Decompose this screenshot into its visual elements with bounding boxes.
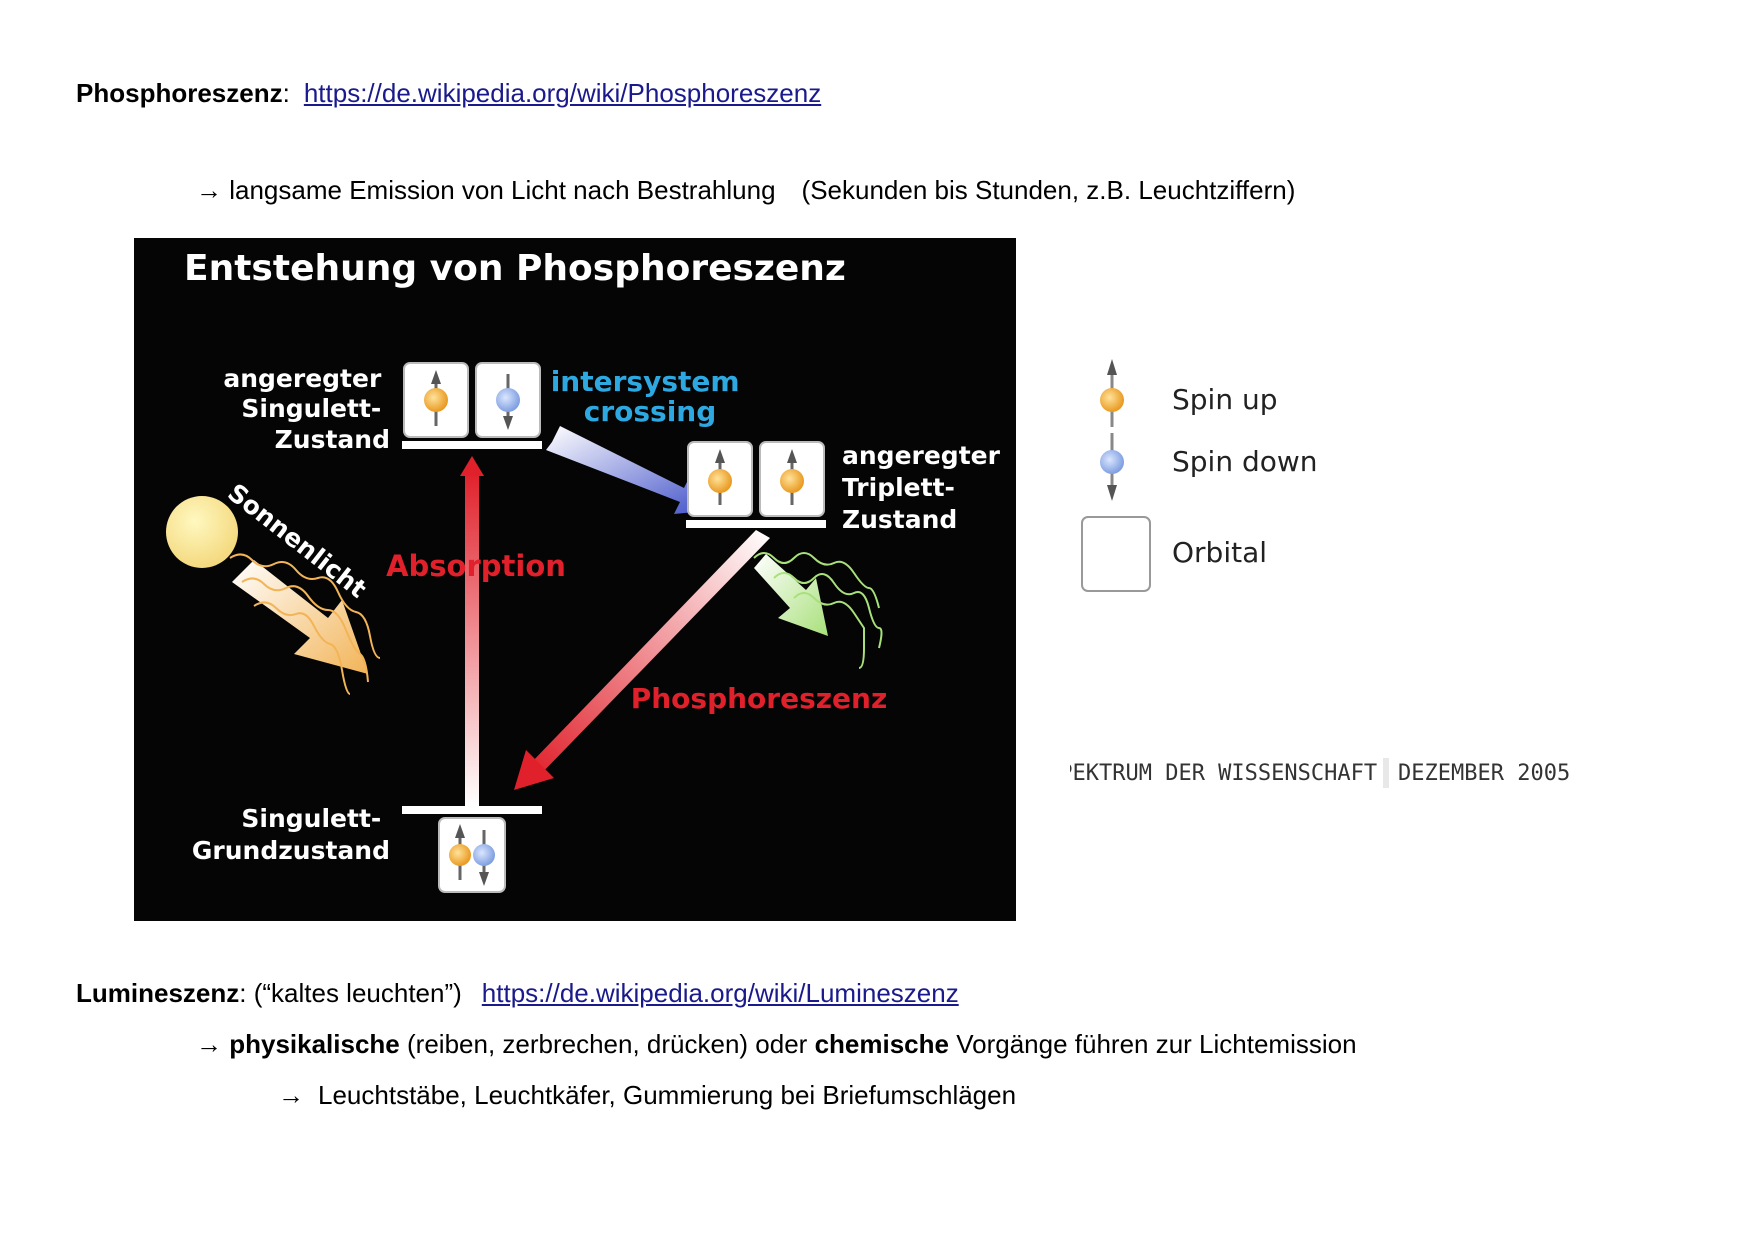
- excited-singlet-label: angeregter Singulett- Zustand: [223, 364, 390, 454]
- isc-label: intersystem crossing: [551, 365, 750, 428]
- luminescence-wiki-link[interactable]: https://de.wikipedia.org/wiki/Lumineszen…: [481, 978, 959, 1008]
- emission-arrow: [753, 552, 883, 669]
- ground-state-label: Singulett- Grundzustand: [192, 804, 390, 865]
- excited-singlet-level: [402, 441, 542, 449]
- chemical-text: Vorgänge führen zur Lichtemission: [956, 1029, 1357, 1059]
- phosphorescence-label: Phosphoreszenz: [631, 682, 888, 715]
- luminescence-heading-line: Lumineszenz: (“kaltes leuchten”) https://…: [76, 978, 959, 1009]
- absorption-label: Absorption: [386, 549, 566, 583]
- phosphorescence-term: Phosphoreszenz: [76, 78, 283, 108]
- phosphorescence-description: langsame Emission von Licht nach Bestrah…: [229, 175, 776, 205]
- legend-orbital: Orbital: [1172, 536, 1267, 569]
- excited-singlet-orbitals: [402, 362, 542, 449]
- credit-left: SPEKTRUM DER WISSENSCHAFT: [1070, 761, 1377, 786]
- sunlight-arrow: [229, 553, 381, 695]
- spin-up-icon: [424, 370, 448, 426]
- figure-title: Entstehung von Phosphoreszenz: [184, 248, 846, 289]
- jablonski-diagram: Entstehung von Phosphoreszenz angeregter…: [166, 248, 1009, 893]
- phosphorescence-heading-line: Phosphoreszenz: https://de.wikipedia.org/…: [76, 78, 821, 109]
- colon: :: [239, 978, 247, 1008]
- legend-spin-down: Spin down: [1172, 445, 1318, 478]
- legend-spin-up: Spin up: [1172, 383, 1278, 416]
- physical-term: physikalische: [229, 1029, 400, 1059]
- credit-right: DEZEMBER 2005: [1398, 761, 1570, 786]
- absorption-arrow: [460, 456, 484, 806]
- isc-arrow: [546, 426, 716, 514]
- spin-down-icon: [496, 374, 520, 430]
- luminescence-description-line: → physikalische (reiben, zerbrechen, drü…: [196, 1029, 1357, 1060]
- arrow-icon: →: [278, 1080, 304, 1110]
- luminescence-examples-line: → Leuchtstäbe, Leuchtkäfer, Gummierung be…: [278, 1080, 1016, 1111]
- luminescence-examples: Leuchtstäbe, Leuchtkäfer, Gummierung bei…: [318, 1080, 1017, 1110]
- credit-separator: [1383, 758, 1389, 788]
- arrow-icon: →: [196, 175, 222, 205]
- spin-up-icon: [780, 449, 804, 505]
- diagram-legend: Spin up Spin down Orbital SPEKTRUM DER W…: [1070, 355, 1670, 805]
- luminescence-term: Lumineszenz: [76, 978, 240, 1008]
- colon: :: [282, 78, 290, 108]
- phosphorescence-wiki-link[interactable]: https://de.wikipedia.org/wiki/Phosphores…: [303, 78, 822, 108]
- chemical-term: chemische: [814, 1029, 949, 1059]
- excited-triplet-orbitals: [686, 441, 826, 528]
- spin-down-icon: [473, 830, 495, 886]
- phosphorescence-arrow: [514, 530, 770, 790]
- arrow-icon: →: [196, 1029, 222, 1059]
- phosphorescence-diagram: Entstehung von Phosphoreszenz angeregter…: [134, 238, 1016, 921]
- excited-triplet-label: angeregter Triplett- Zustand: [842, 441, 1009, 534]
- phosphorescence-note: (Sekunden bis Stunden, z.B. Leuchtziffer…: [801, 175, 1296, 205]
- spin-up-icon: [708, 449, 732, 505]
- spin-up-icon: [449, 824, 471, 880]
- physical-text: (reiben, zerbrechen, drücken) oder: [407, 1029, 808, 1059]
- legend-orbital-box: [1081, 516, 1151, 592]
- luminescence-paren: (“kaltes leuchten”): [253, 978, 462, 1008]
- legend-spin-up-icon: [1100, 359, 1124, 427]
- excited-triplet-level: [686, 520, 826, 528]
- sun-icon: [166, 496, 238, 568]
- ground-state-orbital: [438, 817, 506, 893]
- legend-spin-down-icon: [1100, 433, 1124, 501]
- ground-state-level: [402, 806, 542, 814]
- legend-svg: Spin up Spin down Orbital SPEKTRUM DER W…: [1070, 359, 1570, 788]
- phosphorescence-description-line: → langsame Emission von Licht nach Bestr…: [196, 175, 1295, 206]
